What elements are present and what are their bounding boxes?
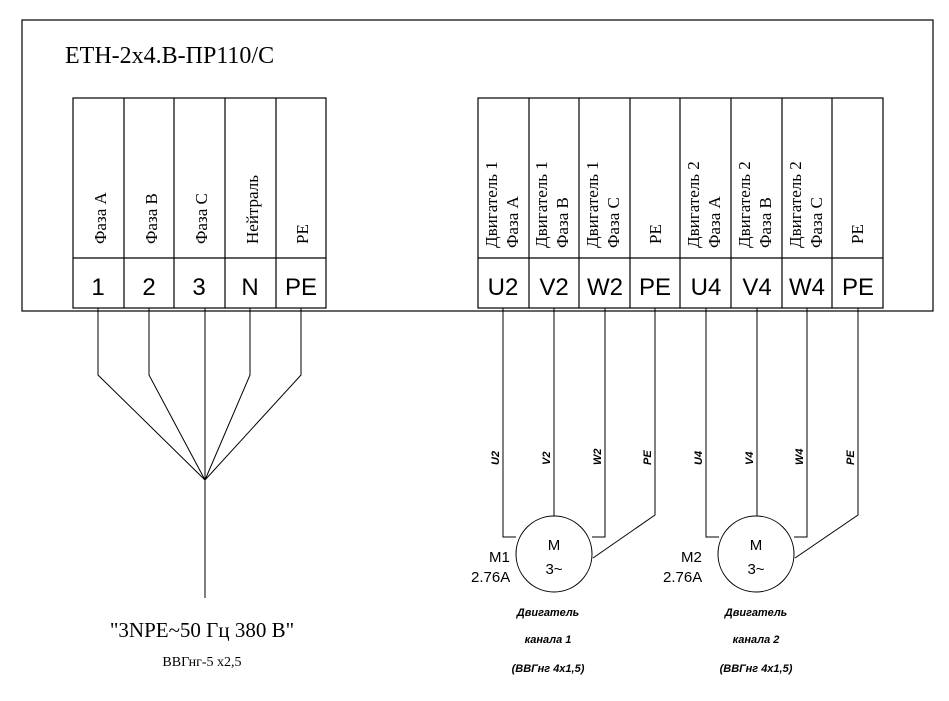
motor-letter: M xyxy=(750,537,763,554)
device-title: ETH-2x4.B-ПР110/С xyxy=(65,43,274,69)
terminal-neutral: Нейтраль N xyxy=(241,175,262,301)
wire-label: U2 xyxy=(490,451,502,465)
wire-label: W2 xyxy=(592,449,604,466)
terminal-phase-c: Фаза С 3 xyxy=(192,193,211,301)
supply-cable-wires xyxy=(97,308,302,598)
terminal-motor2-phase-b: Двигатель 2 Фаза В V4 xyxy=(735,161,775,301)
motor-symbol xyxy=(515,515,593,593)
device-enclosure xyxy=(21,19,934,312)
terminal-label-line1: Двигатель 2 xyxy=(786,161,805,248)
left-terminal-block: Фаза А 1 Фаза В 2 Фаза С 3 Нейтраль N PE… xyxy=(72,97,327,309)
motor-symbol xyxy=(717,515,795,593)
terminal-code: W2 xyxy=(587,274,623,301)
motor-cable-type: (ВВГнг 4х1,5) xyxy=(512,663,585,675)
motor-phase: 3~ xyxy=(747,561,764,578)
terminal-code: 2 xyxy=(142,274,155,301)
wire-label: PE xyxy=(642,450,654,465)
motor-cable-type: (ВВГнг 4х1,5) xyxy=(720,663,793,675)
terminal-code: U2 xyxy=(488,274,519,301)
motor-letter: M xyxy=(548,537,561,554)
motor-caption: Двигатель xyxy=(724,607,787,619)
terminal-code: V4 xyxy=(742,274,771,301)
terminal-label-line1: Двигатель 1 xyxy=(482,161,501,248)
terminal-pe: PE PE xyxy=(285,224,317,301)
terminal-label-line2: Фаза А xyxy=(705,196,724,248)
terminal-code: V2 xyxy=(539,274,568,301)
terminal-label: Фаза С xyxy=(192,193,211,244)
terminal-label-line1: PE xyxy=(646,224,665,244)
terminal-label-line2: Фаза В xyxy=(756,197,775,248)
motor-phase: 3~ xyxy=(545,561,562,578)
terminal-label-line1: PE xyxy=(848,224,867,244)
motor-name: M1 xyxy=(489,549,510,566)
terminal-label-line2: Фаза А xyxy=(503,196,522,248)
terminal-label-line1: Двигатель 1 xyxy=(532,161,551,248)
motor-name: M2 xyxy=(681,549,702,566)
terminal-motor1-pe: PE PE xyxy=(639,224,671,301)
terminal-phase-a: Фаза А 1 xyxy=(91,192,110,301)
terminal-motor2-phase-a: Двигатель 2 Фаза А U4 xyxy=(684,161,724,301)
terminal-label-line1: Двигатель 2 xyxy=(684,161,703,248)
motor-channel: канала 1 xyxy=(525,634,572,646)
wire-label: W4 xyxy=(794,449,806,466)
terminal-code: W4 xyxy=(789,274,825,301)
terminal-code: N xyxy=(241,274,258,301)
terminal-label: Фаза В xyxy=(142,193,161,244)
terminal-motor1-phase-a: Двигатель 1 Фаза А U2 xyxy=(482,161,522,301)
terminal-motor1-phase-b: Двигатель 1 Фаза В V2 xyxy=(532,161,572,301)
terminal-code: U4 xyxy=(691,274,722,301)
terminal-label-line2: Фаза С xyxy=(604,197,623,248)
terminal-code: 3 xyxy=(192,274,205,301)
terminal-label: Нейтраль xyxy=(243,175,262,244)
wire-label: V2 xyxy=(541,452,553,465)
terminal-motor2-phase-c: Двигатель 2 Фаза С W4 xyxy=(786,161,826,301)
wire-label: PE xyxy=(845,450,857,465)
terminal-code: 1 xyxy=(91,274,104,301)
motor-current: 2.76A xyxy=(471,569,510,586)
motor-channel: канала 2 xyxy=(733,634,780,646)
motor-1: M 3~ U2 V2 W2 PE M1 2.76A Двигатель кана… xyxy=(471,308,656,675)
terminal-label: Фаза А xyxy=(91,192,110,244)
terminal-label-line2: Фаза В xyxy=(553,197,572,248)
wire-label: V4 xyxy=(744,452,756,465)
terminal-label-line1: Двигатель 2 xyxy=(735,161,754,248)
terminal-phase-b: Фаза В 2 xyxy=(142,193,161,301)
terminal-motor2-pe: PE PE xyxy=(842,224,874,301)
terminal-code: PE xyxy=(842,274,874,301)
terminal-label-line2: Фаза С xyxy=(807,197,826,248)
terminal-motor1-phase-c: Двигатель 1 Фаза С W2 xyxy=(583,161,623,301)
supply-label: "3NPE~50 Гц 380 В" xyxy=(110,618,294,642)
terminal-code: PE xyxy=(639,274,671,301)
supply-cable-type: ВВГнг-5 х2,5 xyxy=(162,655,241,670)
terminal-label-line1: Двигатель 1 xyxy=(583,161,602,248)
motor-2: M 3~ U4 V4 W4 PE M2 2.76A Двигатель кана… xyxy=(663,308,859,675)
terminal-code: PE xyxy=(285,274,317,301)
terminal-label: PE xyxy=(293,224,312,244)
motor-current: 2.76A xyxy=(663,569,702,586)
right-terminal-block: Двигатель 1 Фаза А U2 Двигатель 1 Фаза В… xyxy=(477,97,884,309)
motor-caption: Двигатель xyxy=(516,607,579,619)
wire-label: U4 xyxy=(693,451,705,465)
